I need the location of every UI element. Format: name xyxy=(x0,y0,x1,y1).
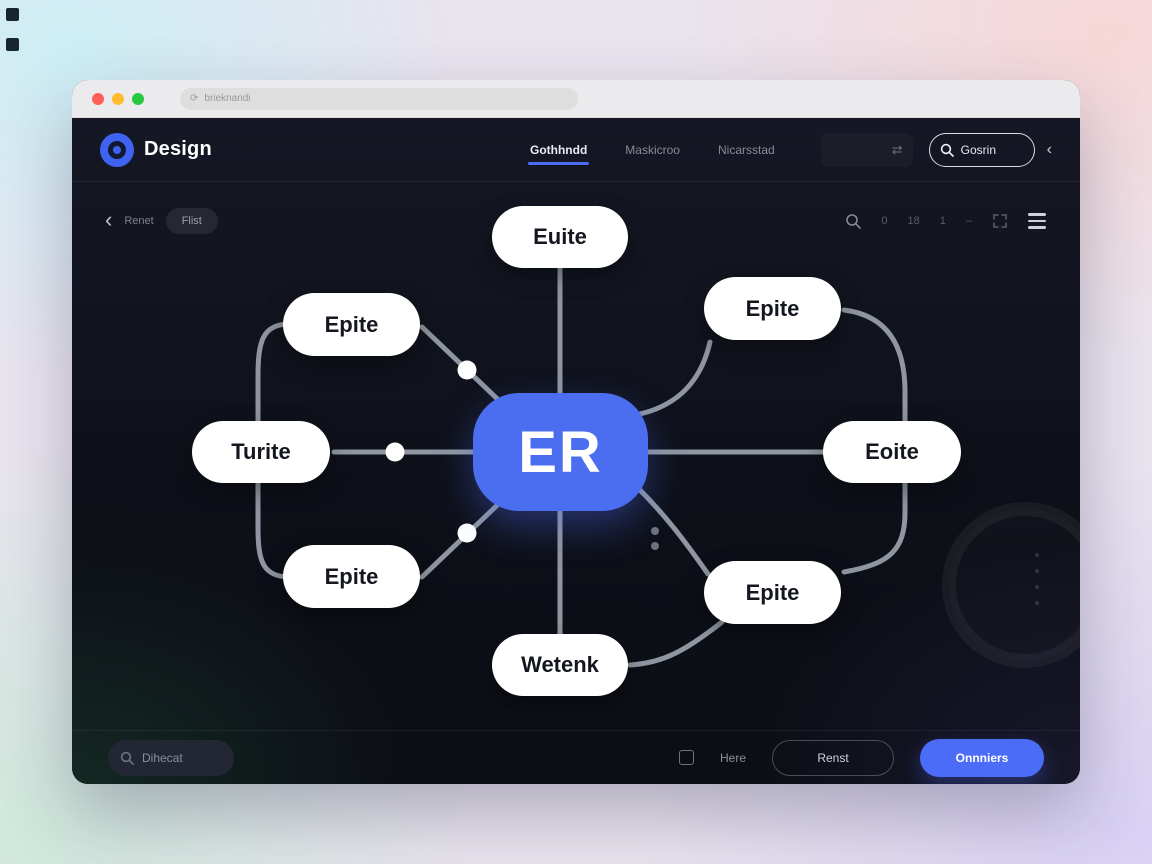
minimize-window-button[interactable] xyxy=(112,92,124,105)
node-label: Epite xyxy=(324,563,379,589)
node-label: Turite xyxy=(231,439,291,464)
address-bar[interactable]: ⟳ brieknandi xyxy=(180,87,578,110)
main-nav: Gothhndd Maskicroo Nicarsstad xyxy=(527,133,777,167)
app-header: Design Gothhndd Maskicroo Nicarsstad ⇄ xyxy=(72,118,1080,182)
panel-toggle-icon: ⇄ xyxy=(891,141,903,157)
brand-logo-icon[interactable] xyxy=(100,132,134,167)
window-controls xyxy=(92,92,144,105)
diagram-center-node[interactable]: ER xyxy=(473,393,648,511)
page-icon: ⟳ xyxy=(190,93,199,104)
nav-item-label: Maskicroo xyxy=(625,142,680,157)
node-label: Wetenk xyxy=(521,652,599,677)
node-label: Epite xyxy=(324,311,379,337)
secondary-button[interactable]: Renst xyxy=(772,739,894,776)
logo-ring xyxy=(108,140,126,159)
header-search-input[interactable] xyxy=(960,142,1017,157)
toolbar-right-group: 0 18 1 – xyxy=(845,213,1046,229)
app-root: Design Gothhndd Maskicroo Nicarsstad ⇄ xyxy=(72,118,1080,784)
brand-name: Design xyxy=(144,138,212,160)
diagram-node-top[interactable]: Euite xyxy=(492,206,628,268)
nav-item-3[interactable]: Nicarsstad xyxy=(716,133,777,167)
diagram-node-lower-right[interactable]: Epite xyxy=(704,561,841,624)
zoom-controls[interactable]: 0 18 1 – xyxy=(881,215,972,227)
copy-icon[interactable] xyxy=(678,750,694,765)
zoom-search-icon[interactable] xyxy=(845,213,862,229)
zoom-value-3[interactable]: 1 xyxy=(939,215,946,227)
diagram-node-lower-left[interactable]: Epite xyxy=(283,545,420,608)
browser-window: ⟳ brieknandi Design Gothhndd Maskicroo xyxy=(72,80,1080,784)
search-icon xyxy=(120,751,134,765)
zoom-window-button[interactable] xyxy=(132,92,144,105)
browser-chrome: ⟳ brieknandi xyxy=(72,80,1080,118)
url-text: brieknandi xyxy=(204,93,251,104)
search-icon xyxy=(940,143,954,157)
menu-icon[interactable] xyxy=(1028,213,1046,229)
nav-item-label: Gothhndd xyxy=(529,142,588,157)
footer-search[interactable] xyxy=(108,739,234,776)
back-label[interactable]: Renet xyxy=(124,215,154,227)
node-label: Eoite xyxy=(865,439,919,464)
nav-item-label: Nicarsstad xyxy=(717,142,775,157)
hint-label: Here xyxy=(719,750,746,765)
decorative-mark xyxy=(6,38,19,51)
diagram-node-right[interactable]: Eoite xyxy=(823,421,961,483)
nav-item-1[interactable]: Gothhndd xyxy=(527,133,590,167)
fit-view-icon[interactable] xyxy=(992,213,1008,229)
decorative-mark xyxy=(6,8,19,21)
node-label: Epite xyxy=(745,295,800,321)
header-search[interactable] xyxy=(928,132,1035,167)
diagram-canvas[interactable]: ‹ Renet Flist 0 18 1 – xyxy=(72,182,1080,730)
canvas-toolbar: ‹ Renet Flist 0 18 1 – xyxy=(105,202,1046,240)
diagram-connectors xyxy=(255,249,1080,668)
back-chevron-icon[interactable]: ‹ xyxy=(105,206,113,232)
diagram-node-upper-left[interactable]: Epite xyxy=(283,293,420,356)
zoom-value-1[interactable]: 0 xyxy=(881,215,888,227)
zoom-out-control[interactable]: – xyxy=(965,215,972,227)
filter-pill[interactable]: Flist xyxy=(165,208,218,234)
footer-actions: Here Renst Onnniers xyxy=(678,738,1044,777)
nav-item-2[interactable]: Maskicroo xyxy=(623,133,682,167)
collapse-arrow-icon[interactable]: ‹ xyxy=(1046,140,1052,158)
center-node-label: ER xyxy=(518,419,603,485)
primary-button[interactable]: Onnniers xyxy=(920,738,1044,777)
node-label: Epite xyxy=(745,579,800,605)
footer-search-input[interactable] xyxy=(142,750,212,765)
close-window-button[interactable] xyxy=(92,92,104,105)
diagram-node-bottom[interactable]: Wetenk xyxy=(492,634,628,696)
node-label: Euite xyxy=(533,224,587,249)
diagram-node-upper-right[interactable]: Epite xyxy=(704,277,841,340)
zoom-value-2[interactable]: 18 xyxy=(907,215,920,227)
app-footer: Here Renst Onnniers xyxy=(72,730,1080,784)
panel-toggle[interactable]: ⇄ xyxy=(820,132,913,167)
toolbar-left-group: ‹ Renet Flist xyxy=(105,208,218,234)
diagram-node-left[interactable]: Turite xyxy=(192,421,330,483)
